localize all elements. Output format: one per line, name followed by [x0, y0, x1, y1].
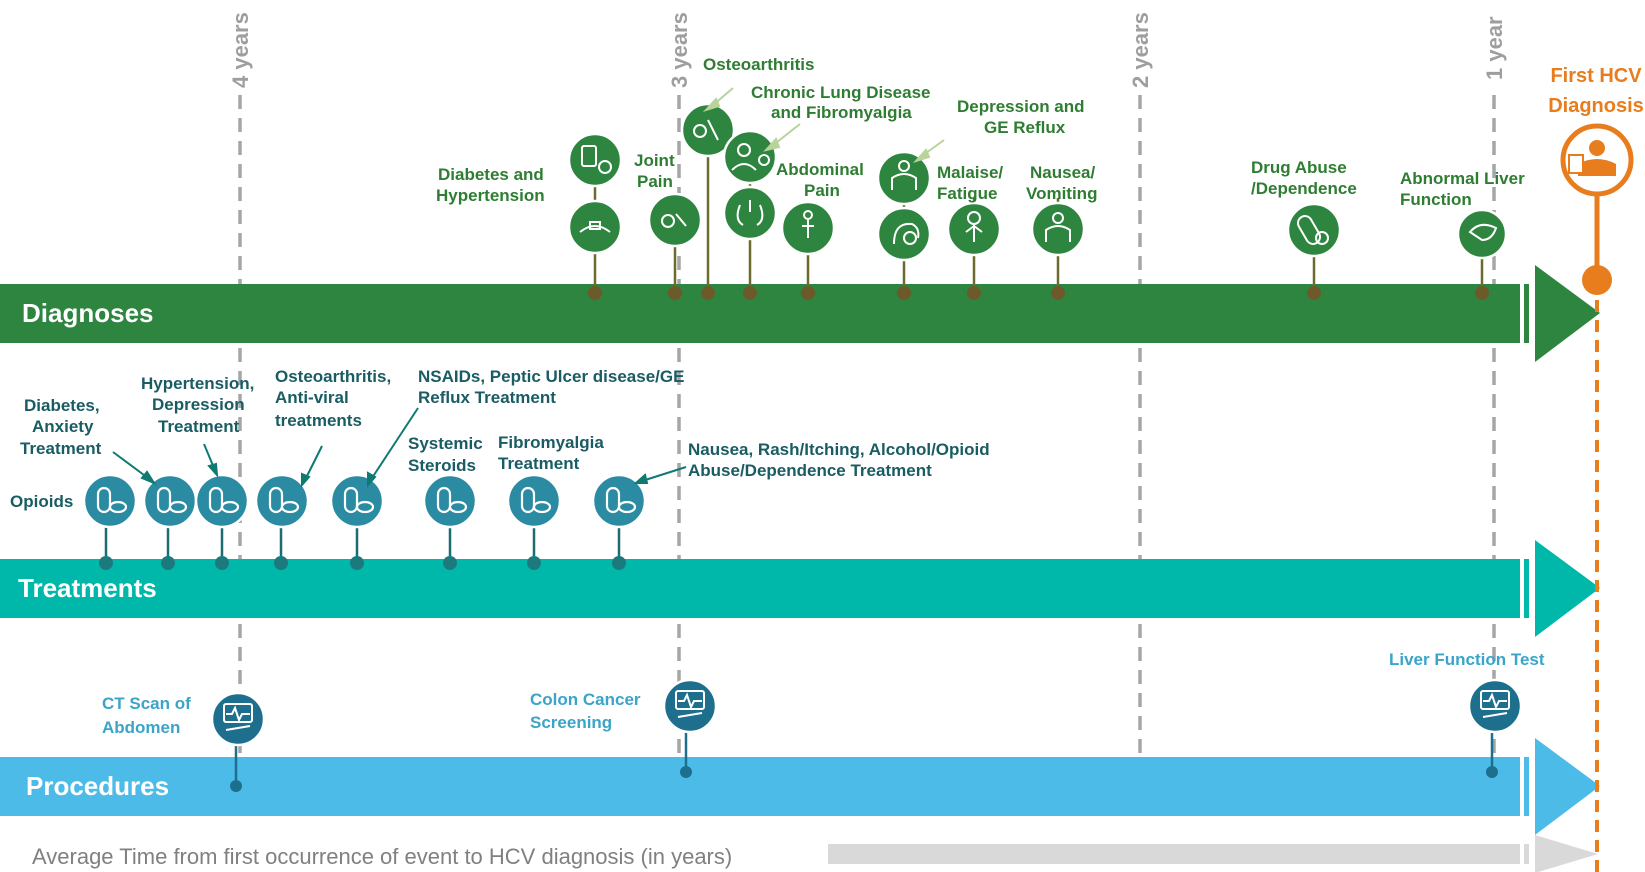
diagnosis-liver-l1: Abnormal Liver [1400, 169, 1525, 188]
treatment-hypertension-depression-l1: Hypertension, [141, 374, 254, 393]
procedures-band-label: Procedures [26, 771, 169, 801]
procedure-liver-test: Liver Function Test [1389, 650, 1545, 669]
diagnosis-nausea-l1: Nausea/ [1030, 163, 1095, 182]
year-label-1: 1 year [1482, 16, 1507, 80]
treatment-fibromyalgia-l1: Fibromyalgia [498, 433, 604, 452]
treatment-nausea-rash-l1: Nausea, Rash/Itching, Alcohol/Opioid [688, 440, 990, 459]
treatment-steroids-l2: Steroids [408, 456, 476, 475]
time-axis: Average Time from first occurrence of ev… [32, 835, 1598, 872]
treatment-steroids-l1: Systemic [408, 434, 483, 453]
treatment-osteo-antiviral-l2: Anti-viral [275, 388, 349, 407]
diagnosis-abdominal-pain-l2: Pain [804, 181, 840, 200]
diagnosis-joint-pain-l1: Joint [634, 151, 675, 170]
procedure-ct-scan-l2: Abdomen [102, 718, 180, 737]
procedures-band: Procedures [0, 738, 1600, 835]
lungs-icon [722, 185, 778, 241]
diagnoses-band-label: Diagnoses [22, 298, 154, 328]
year-label-3: 3 years [667, 12, 692, 88]
knee-joint-icon [680, 102, 736, 158]
hcv-label-line2: Diagnosis [1548, 95, 1644, 117]
drug-capsule-icon [1286, 202, 1342, 258]
treatments-band-label: Treatments [18, 573, 157, 603]
year-label-2: 2 years [1128, 12, 1153, 88]
diagnosis-depression-ge-l2: GE Reflux [984, 118, 1066, 137]
treatment-osteo-antiviral-l1: Osteoarthritis, [275, 367, 391, 386]
treatment-fibromyalgia-l2: Treatment [498, 454, 580, 473]
diagnosis-diabetes-hypertension-l1: Diabetes and [438, 165, 544, 184]
diagnosis-abdominal-pain-l1: Abdominal [776, 160, 864, 179]
diagnosis-lung-fibromyalgia-l1: Chronic Lung Disease [751, 83, 930, 102]
procedure-colon-l1: Colon Cancer [530, 690, 641, 709]
treatment-hypertension-depression-l3: Treatment [158, 417, 240, 436]
diagnosis-diabetes-hypertension-l2: Hypertension [436, 186, 545, 205]
treatments-band: Treatments [0, 540, 1600, 637]
diagnosis-drug-abuse-l2: /Dependence [1251, 179, 1357, 198]
procedure-colon-l2: Screening [530, 713, 612, 732]
procedure-stem-dots [230, 766, 1498, 792]
treatment-osteo-antiviral-l3: treatments [275, 411, 362, 430]
diagnoses-band: Diagnoses [0, 265, 1600, 362]
diagnosis-icon-glyphs [579, 119, 1498, 245]
diagnosis-stem-dots [588, 286, 1489, 300]
nausea-icon [1030, 201, 1086, 257]
treatment-nausea-rash-l2: Abuse/Dependence Treatment [688, 461, 932, 480]
treatment-nsaids-l2: Reflux Treatment [418, 388, 556, 407]
diagnosis-lung-fibromyalgia-l2: and Fibromyalgia [771, 103, 912, 122]
diagnosis-liver-l2: Function [1400, 190, 1472, 209]
year-label-4: 4 years [228, 12, 253, 88]
patient-icon [722, 129, 778, 185]
treatment-diabetes-anxiety-l3: Treatment [20, 439, 102, 458]
diagnosis-malaise-l1: Malaise/ [937, 163, 1003, 182]
treatment-diabetes-anxiety-l1: Diabetes, [24, 396, 100, 415]
treatment-leader-arrows [112, 407, 687, 488]
treatment-stem-dots [99, 556, 626, 570]
hcv-marker: First HCV Diagnosis [1548, 65, 1644, 872]
procedure-icon-glyphs [223, 690, 1510, 731]
pill-glyphs [96, 486, 637, 514]
stomach-icon [876, 150, 932, 206]
procedure-ct-scan-l1: CT Scan of [102, 694, 191, 713]
diagnosis-drug-abuse-l1: Drug Abuse [1251, 158, 1347, 177]
treatment-diabetes-anxiety-l2: Anxiety [32, 417, 94, 436]
head-brain-icon [876, 206, 932, 262]
axis-caption: Average Time from first occurrence of ev… [32, 844, 732, 869]
treatment-nsaids-l1: NSAIDs, Peptic Ulcer disease/GE [418, 367, 684, 386]
diagnosis-leader-arrows [702, 87, 945, 164]
hcv-label-line1: First HCV [1550, 65, 1642, 87]
treatment-hypertension-depression-l2: Depression [152, 395, 245, 414]
diagnosis-nausea-l2: Vomiting [1026, 184, 1097, 203]
diagnosis-joint-pain-l2: Pain [637, 172, 673, 191]
diagnosis-malaise-l2: Fatigue [937, 184, 997, 203]
liver-icon [1456, 208, 1508, 260]
diagnosis-depression-ge-l1: Depression and [957, 97, 1085, 116]
diagnosis-osteoarthritis: Osteoarthritis [703, 55, 814, 74]
joint-icon [647, 192, 703, 248]
treatment-opioids: Opioids [10, 492, 73, 511]
